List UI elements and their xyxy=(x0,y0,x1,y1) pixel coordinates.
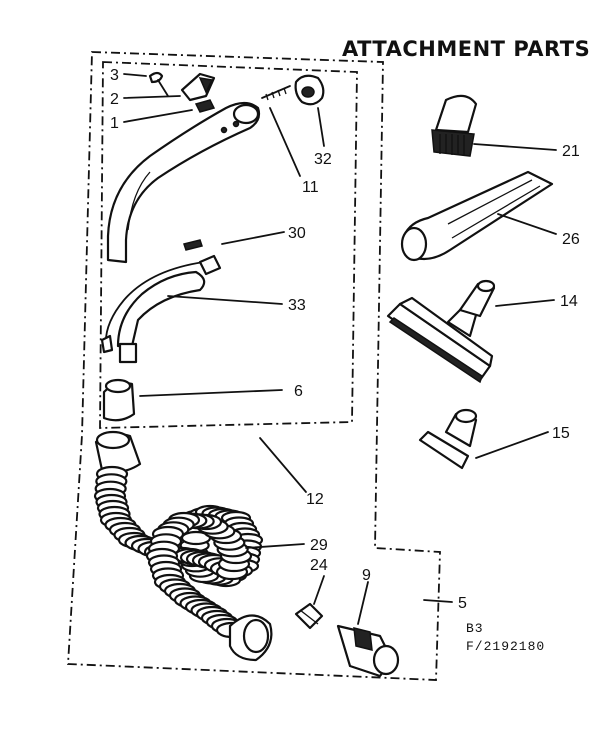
hose-part-29 xyxy=(93,430,273,662)
tube-part-33 xyxy=(116,270,206,364)
screw-part-3 xyxy=(148,71,169,97)
wand-handle xyxy=(106,101,261,264)
callout-5: 5 xyxy=(458,595,467,612)
callout-33: 33 xyxy=(288,297,306,314)
floor-tool-part-14 xyxy=(386,279,496,384)
callout-labels: 3 2 1 32 11 30 33 6 12 29 24 9 5 21 26 1… xyxy=(110,67,580,612)
leader-lines xyxy=(123,73,557,625)
clip-part-2 xyxy=(180,72,216,102)
pin-part-11 xyxy=(261,85,291,101)
callout-3: 3 xyxy=(110,67,119,84)
callout-30: 30 xyxy=(288,225,306,242)
assembly-frame-5 xyxy=(67,51,441,681)
connector-part-6 xyxy=(102,378,136,422)
upholstery-tool-part-15 xyxy=(418,408,478,470)
callout-14: 14 xyxy=(560,293,578,310)
callout-1: 1 xyxy=(110,115,119,132)
callout-29: 29 xyxy=(310,537,328,554)
callout-26: 26 xyxy=(562,231,580,248)
callout-9: 9 xyxy=(362,567,371,584)
crevice-tool-part-26 xyxy=(400,170,554,262)
page-code-line-2: F/2192180 xyxy=(466,639,545,654)
clip-part-24 xyxy=(294,602,324,630)
diagram-title: ATTACHMENT PARTS xyxy=(342,37,590,61)
callout-2: 2 xyxy=(110,91,119,108)
callout-32: 32 xyxy=(314,151,332,168)
callout-21: 21 xyxy=(562,143,580,160)
cap-part-32 xyxy=(294,74,325,106)
callout-15: 15 xyxy=(552,425,570,442)
callout-24: 24 xyxy=(310,557,328,574)
adapter-part-9 xyxy=(336,624,400,678)
callout-12: 12 xyxy=(306,491,324,508)
wire-part-30 xyxy=(100,239,222,354)
callout-6: 6 xyxy=(294,383,303,400)
page-code-line-1: B3 xyxy=(466,621,484,636)
callout-11: 11 xyxy=(302,179,319,196)
latch-part-1 xyxy=(194,99,216,113)
brush-part-21 xyxy=(431,94,478,157)
